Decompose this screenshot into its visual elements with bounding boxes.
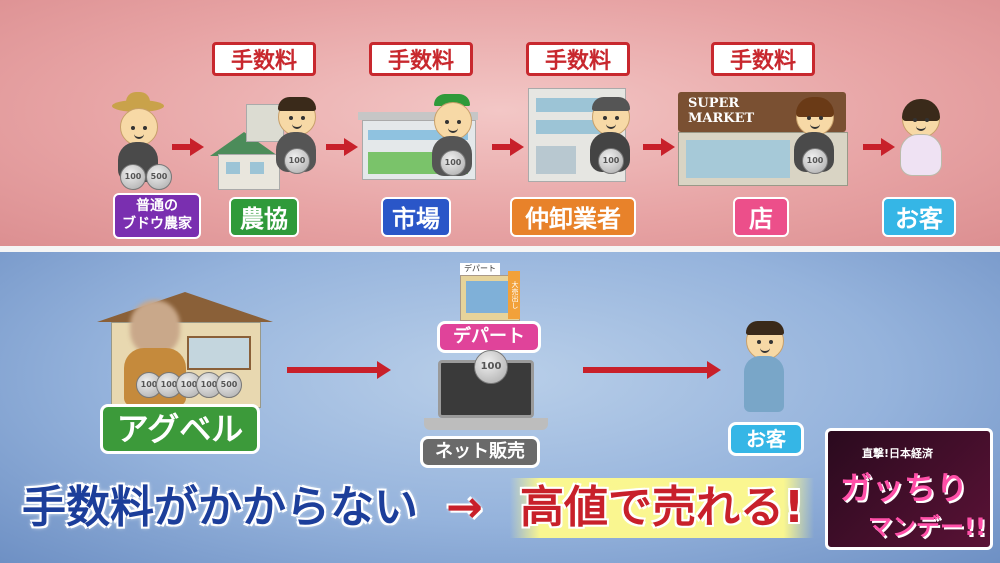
- coin-500-icon: 500: [146, 164, 172, 190]
- depa-tower-sign: 大売出し: [508, 271, 520, 319]
- slogan-no-fees: 手数料がかからない: [22, 482, 418, 533]
- label-department-store: デパート: [437, 321, 541, 353]
- label-online-sales: ネット販売: [420, 436, 540, 468]
- fee-label-market: 手数料: [369, 42, 473, 76]
- label-direct-customer: お客: [728, 422, 804, 456]
- label-agbel: アグベル: [100, 404, 260, 454]
- stage-label-farmer: 普通の ブドウ農家: [113, 193, 201, 239]
- coin-100-icon: 100: [440, 150, 466, 176]
- show-logo: 直撃!日本経済 ガッちり マンデー!!: [825, 428, 993, 550]
- slogan-arrow: →: [446, 482, 483, 533]
- hat-crown: [126, 92, 150, 106]
- coin-500-icon: 500: [216, 372, 242, 398]
- coin-100-icon: 100: [474, 350, 508, 384]
- stage-label-market: 市場: [381, 197, 451, 237]
- depa-sign: デパート: [460, 263, 500, 275]
- straw-hat-icon: [112, 100, 164, 112]
- logo-main-line1: ガッちり: [840, 469, 969, 507]
- stage-label-store: 店: [733, 197, 789, 237]
- stage-label-customer: お客: [882, 197, 956, 237]
- fee-label-store: 手数料: [711, 42, 815, 76]
- logo-main-line2: マンデー!!: [868, 513, 986, 541]
- coin-100-icon: 100: [598, 148, 624, 174]
- stage-label-coop: 農協: [229, 197, 299, 237]
- supermarket-sign-line2: MARKET: [688, 111, 755, 126]
- supermarket-sign: SUPER MARKET: [688, 96, 754, 126]
- fee-label-coop: 手数料: [212, 42, 316, 76]
- slogan-sell-high: 高値で売れる!: [510, 478, 815, 538]
- coin-100-icon: 100: [802, 148, 828, 174]
- coin-100-icon: 100: [120, 164, 146, 190]
- fee-label-wholesaler: 手数料: [526, 42, 630, 76]
- logo-small-text: 直撃!日本経済: [862, 447, 934, 460]
- blurred-face: [130, 300, 180, 356]
- farmer-label-line2: ブドウ農家: [122, 216, 192, 232]
- panel-divider: [0, 246, 1000, 252]
- farmer-head: [120, 108, 158, 146]
- coin-100-icon: 100: [284, 148, 310, 174]
- stage-label-wholesaler: 仲卸業者: [510, 197, 636, 237]
- farmer-label-line1: 普通の: [136, 198, 178, 214]
- supermarket-sign-line1: SUPER: [688, 96, 740, 111]
